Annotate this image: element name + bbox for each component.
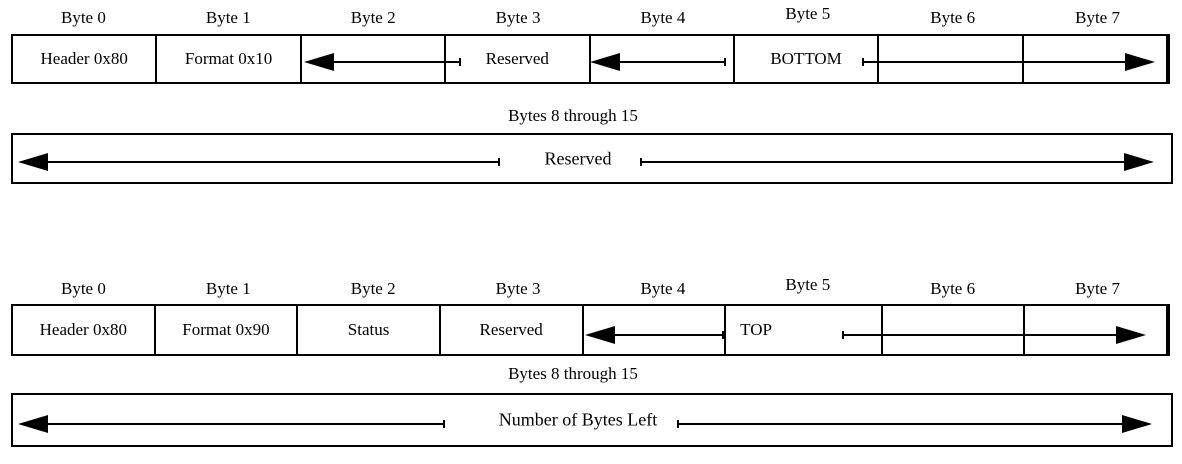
record2-byte2-label: Byte 2	[350, 279, 396, 298]
record1-wide-field-label: Reserved	[544, 148, 612, 168]
record1-cell-byte2	[302, 36, 447, 82]
record1-cell-byte7	[1024, 36, 1168, 82]
record1-byte4-label: Byte 4	[640, 8, 686, 27]
record1-cell-byte0: Header 0x80	[13, 36, 158, 82]
record1-byte3-label: Byte 3	[495, 8, 541, 27]
record2-cell-byte0: Header 0x80	[13, 306, 156, 354]
record2-byte1-label: Byte 1	[205, 279, 251, 298]
record1-byte2-label: Byte 2	[350, 8, 396, 27]
record2-cell-byte3: Reserved	[441, 306, 584, 354]
record2-byte-grid: Header 0x80 Format 0x90 Status Reserved …	[11, 304, 1170, 356]
record1-cell-byte3: Reserved	[446, 36, 591, 82]
record1-byte7-label: Byte 7	[1075, 8, 1120, 27]
record2-bytes-8-15-label: Bytes 8 through 15	[508, 364, 638, 383]
record1-bytes-8-15-box: Reserved	[11, 133, 1173, 184]
record1-cell-byte1: Format 0x10	[157, 36, 302, 82]
record2-byte4-label: Byte 4	[640, 279, 686, 298]
record2-cell-byte5: TOP	[726, 306, 883, 354]
record1-cell-byte5: BOTTOM	[735, 36, 880, 82]
record2-cell-byte6	[883, 306, 1026, 354]
record2-cell-byte2: Status	[298, 306, 441, 354]
record2-cell-byte1: Format 0x90	[156, 306, 299, 354]
record2-byte7-label: Byte 7	[1075, 279, 1120, 298]
record2-bytes-8-15-box: Number of Bytes Left	[11, 393, 1173, 447]
record1-byte6-label: Byte 6	[930, 8, 976, 27]
record1-bytes-8-15-label: Bytes 8 through 15	[508, 106, 638, 125]
record1-byte-grid: Header 0x80 Format 0x10 Reserved BOTTOM	[11, 34, 1170, 84]
record1-cell-byte4	[591, 36, 735, 82]
record1-byte0-label: Byte 0	[61, 8, 106, 27]
record1-byte-label-row: Byte 0 Byte 1 Byte 2 Byte 3 Byte 4 Byte …	[11, 4, 1170, 30]
record1-byte1-label: Byte 1	[205, 8, 251, 27]
record1-cell-byte6	[879, 36, 1024, 82]
record2-byte3-label: Byte 3	[495, 279, 541, 298]
record2-byte5-label: Byte 5	[785, 275, 831, 294]
record2-cell-byte7	[1025, 306, 1168, 354]
record2-cell-byte4	[584, 306, 727, 354]
record2-byte6-label: Byte 6	[930, 279, 976, 298]
record1-byte5-label: Byte 5	[785, 4, 831, 23]
record2-wide-field-label: Number of Bytes Left	[498, 409, 658, 430]
record2-byte-label-row: Byte 0 Byte 1 Byte 2 Byte 3 Byte 4 Byte …	[11, 275, 1170, 301]
record2-byte0-label: Byte 0	[61, 279, 106, 298]
